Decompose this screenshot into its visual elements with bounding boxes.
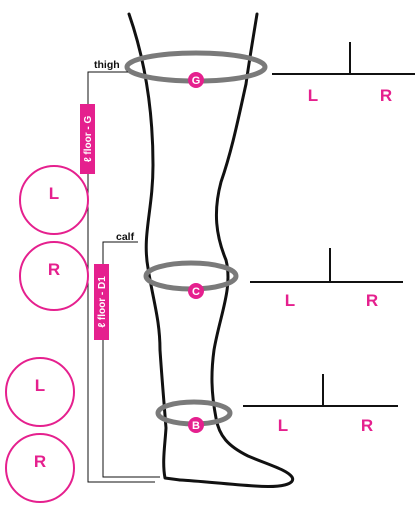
- table-g-left: L: [308, 86, 318, 105]
- leg-outline: [127, 12, 295, 488]
- leg-back-contour: [127, 12, 182, 482]
- table-b-right: R: [361, 416, 373, 435]
- point-b-marker: [188, 417, 204, 433]
- circle-left-1: L: [19, 165, 89, 235]
- calf-guide-line: [102, 241, 160, 478]
- circle-left-2-label: L: [35, 376, 45, 395]
- table-c: L R: [250, 248, 403, 310]
- floor-g-label: ℓ floor - G: [83, 116, 94, 163]
- point-g-label: G: [192, 75, 201, 87]
- circle-left-2: L: [5, 357, 75, 427]
- circle-left-1-label: L: [49, 184, 59, 203]
- circle-right-2-label: R: [34, 452, 46, 471]
- circle-right-1: R: [19, 241, 89, 311]
- calf-label: calf: [116, 231, 135, 243]
- table-b-left: L: [278, 416, 288, 435]
- table-c-left: L: [285, 291, 295, 310]
- floor-d1-label: ℓ floor - D1: [97, 276, 108, 328]
- circle-right-1-label: R: [48, 260, 60, 279]
- point-c-marker: [188, 283, 204, 299]
- table-g: L R: [272, 42, 415, 105]
- leg-front-contour: [178, 12, 295, 488]
- band-b: B: [155, 399, 233, 433]
- table-b: L R: [243, 374, 398, 435]
- band-c: C: [143, 260, 239, 299]
- point-g-marker: [188, 72, 204, 88]
- point-c-label: C: [192, 286, 200, 298]
- point-b-label: B: [192, 420, 200, 432]
- floor-d1-tag: ℓ floor - D1: [94, 264, 109, 340]
- circle-right-2: R: [5, 433, 75, 503]
- table-g-right: R: [380, 86, 392, 105]
- floor-g-tag: ℓ floor - G: [80, 104, 95, 174]
- band-g: G: [124, 50, 268, 88]
- thigh-label: thigh: [94, 59, 120, 71]
- table-c-right: R: [366, 291, 378, 310]
